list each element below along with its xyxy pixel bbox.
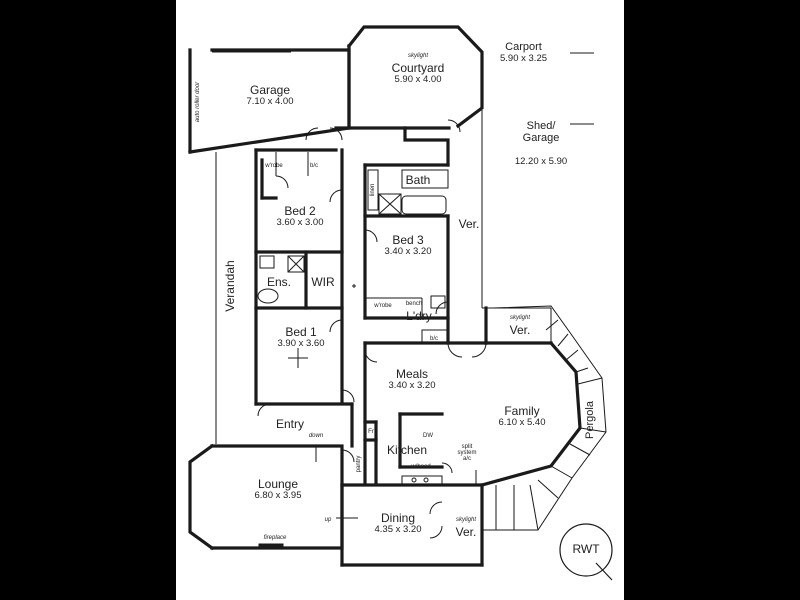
blc-note-2: b/c — [429, 336, 438, 342]
linen-note: linen — [370, 183, 376, 197]
shed-size: 12.20 x 5.90 — [514, 156, 568, 167]
carport-name: Carport — [505, 41, 542, 53]
bed3-label: Bed 3 3.40 x 3.20 — [372, 234, 444, 258]
ver-mid-name: Ver. — [509, 323, 531, 337]
lounge-walls — [188, 402, 354, 551]
lounge-name: Lounge — [257, 477, 299, 491]
dining-size: 4.35 x 3.20 — [374, 524, 422, 535]
ver-mid-label: skylight Ver. — [502, 312, 538, 336]
courtyard-label: skylight Courtyard 5.90 x 4.00 — [378, 50, 458, 86]
meals-label: Meals 3.40 x 3.20 — [372, 368, 452, 392]
garage-label: Garage 7.10 x 4.00 — [230, 84, 310, 108]
ver-bot-note: skylight — [455, 517, 476, 523]
pantry-note: pantry — [356, 455, 362, 473]
meals-size: 3.40 x 3.20 — [388, 380, 436, 391]
verandah-label: Verandah — [220, 240, 240, 311]
courtyard-size: 5.90 x 4.00 — [394, 74, 442, 85]
bed1-label: Bed 1 3.90 x 3.60 — [264, 326, 338, 350]
rwt-logo-circle — [559, 523, 613, 581]
family-label: Family 6.10 x 5.40 — [482, 405, 562, 429]
pergola — [482, 305, 607, 531]
fixtures — [257, 169, 449, 549]
bench-note: bench — [405, 301, 423, 307]
ver-top-label: Ver. — [458, 217, 480, 231]
dining-name: Dining — [380, 511, 416, 525]
laundry-label: L'dry — [406, 309, 432, 323]
dining-kitchen-walls — [340, 412, 484, 567]
courtyard-name: Courtyard — [391, 61, 445, 75]
up-note: up — [324, 517, 332, 523]
entry-label: Entry — [275, 417, 304, 431]
blc-note-1: b/c — [309, 163, 318, 169]
whood-note: w/hood — [411, 464, 431, 470]
bed2-size: 3.60 x 3.00 — [276, 217, 324, 228]
fridge-note: Fr — [368, 429, 374, 435]
floor-plan-sheet: Garage 7.10 x 4.00 skylight Courtyard 5.… — [176, 0, 624, 600]
bed1-size: 3.90 x 3.60 — [277, 338, 325, 349]
split-system-note: split system a/c — [457, 444, 477, 462]
bed3-name: Bed 3 — [392, 233, 424, 247]
floor-plan-drawing — [188, 25, 613, 581]
garage-name: Garage — [249, 83, 291, 97]
lounge-size: 6.80 x 3.95 — [254, 490, 302, 501]
lounge-label: Lounge 6.80 x 3.95 — [238, 478, 318, 502]
garage-size: 7.10 x 4.00 — [246, 96, 294, 107]
ver-bot-label: skylight Ver. — [448, 514, 484, 538]
dimension-arrows — [315, 52, 594, 519]
kitchen-label: Kitchen — [386, 443, 428, 457]
ver-mid-note: skylight — [509, 315, 530, 321]
bed2-label: Bed 2 3.60 x 3.00 — [264, 205, 336, 229]
carport-size: 5.90 x 3.25 — [500, 53, 548, 64]
family-name: Family — [504, 404, 540, 418]
shed-name: Shed/ Garage — [522, 120, 560, 144]
courtyard-note: skylight — [407, 53, 428, 59]
ver-bot-name: Ver. — [455, 525, 477, 539]
dw-note: DW — [423, 433, 433, 439]
courtyard-walls — [346, 25, 484, 130]
verandah-name: Verandah — [223, 260, 237, 312]
wrobe-note-1: w'robe — [265, 163, 283, 169]
fireplace-note: fireplace — [263, 535, 287, 541]
meals-name: Meals — [395, 367, 428, 381]
shed-label: Shed/ Garage 12.20 x 5.90 — [506, 108, 576, 180]
bath-label: Bath — [405, 173, 431, 187]
ensuite-label: Ens. — [266, 275, 291, 289]
bed2-name: Bed 2 — [284, 204, 316, 218]
family-size: 6.10 x 5.40 — [498, 417, 546, 428]
verandah-lines — [215, 110, 493, 565]
dining-label: Dining 4.35 x 3.20 — [358, 512, 438, 536]
door-swings — [257, 119, 487, 539]
carport-label: Carport 5.90 x 3.25 — [500, 41, 547, 65]
pergola-label: Pergola — [580, 400, 600, 439]
rwt-logo: RWT — [572, 542, 600, 556]
wrobe-note-2: w'robe — [374, 303, 392, 309]
roller-door-note: auto roller door — [195, 81, 201, 123]
down-note: down — [308, 433, 324, 439]
cabinetry — [275, 152, 477, 485]
bed1-name: Bed 1 — [285, 325, 317, 339]
pergola-name: Pergola — [584, 401, 596, 439]
wir-label: WIR — [311, 275, 335, 289]
bed3-size: 3.40 x 3.20 — [384, 246, 432, 257]
house-outer-walls — [254, 126, 553, 486]
